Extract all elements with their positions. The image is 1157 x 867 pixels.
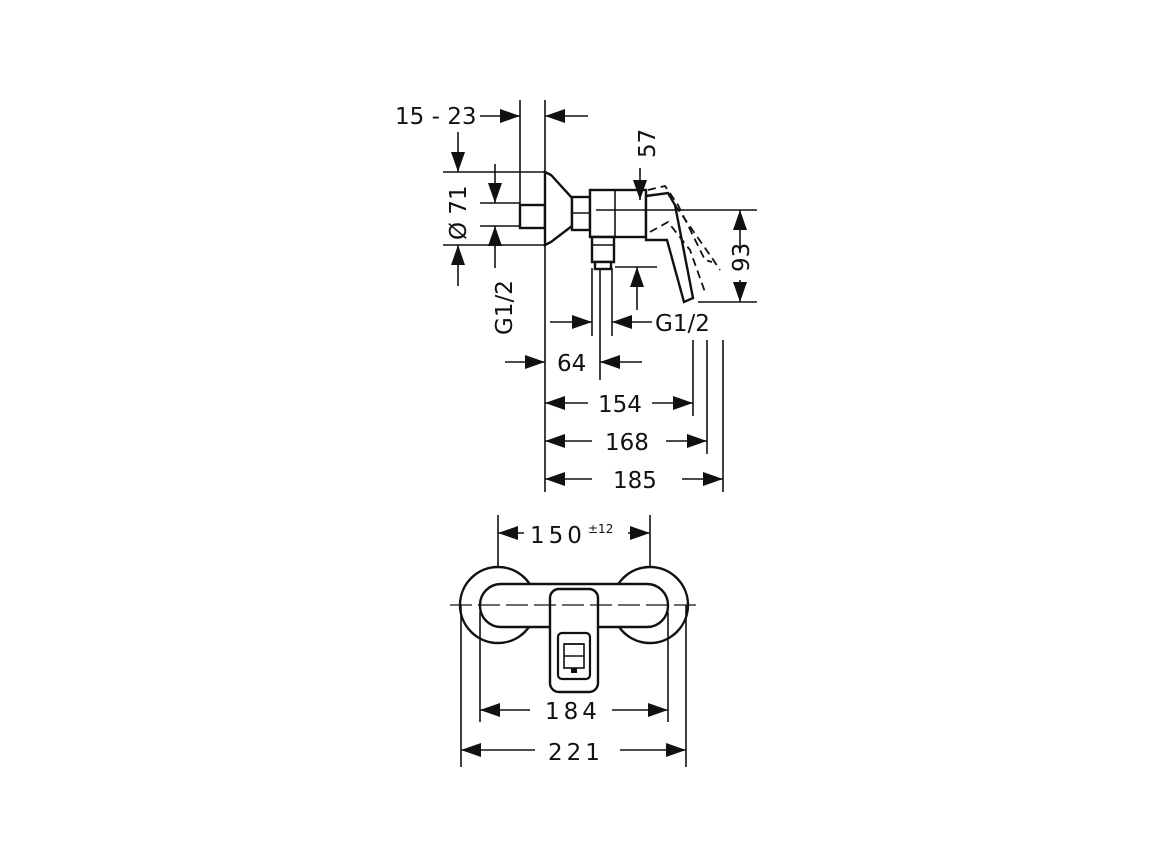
dim-body-width-label: 184 (545, 699, 601, 725)
side-view: 15 - 23 Ø 71 G1/ (395, 100, 757, 494)
dim-thread-outlet-label: G1/2 (655, 311, 710, 337)
dim-height-label: 93 (729, 243, 755, 272)
dim-thread-inlet-label: G1/2 (492, 280, 518, 335)
dim-lever-offset-label: 57 (635, 129, 661, 158)
dim-overall-width-label: 221 (548, 740, 604, 766)
mixer-front-outline (458, 565, 690, 694)
dim-wall-thickness-label: 15 - 23 (395, 104, 476, 130)
dim-depth-168-label: 168 (605, 430, 649, 456)
dim-outlet-depth-label: 64 (557, 351, 586, 377)
dim-centers-label: 150 (530, 523, 586, 549)
dim-depth-185-label: 185 (613, 468, 657, 494)
dim-diameter-label: Ø 71 (446, 185, 472, 240)
mixer-side-outline (518, 170, 721, 304)
front-view: 150 ±12 184 221 (450, 515, 698, 767)
dim-centers-tolerance: ±12 (588, 522, 613, 536)
dim-depth-154-label: 154 (598, 392, 642, 418)
